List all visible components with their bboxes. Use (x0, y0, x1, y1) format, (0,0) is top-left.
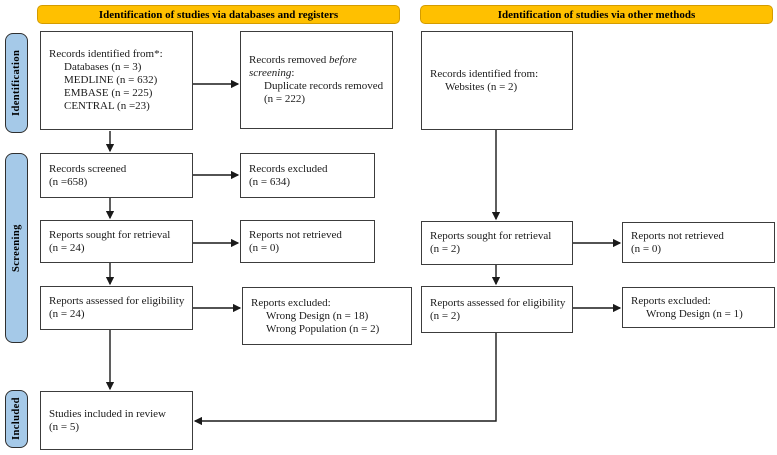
stage-label-identification: Identification (5, 33, 28, 133)
box-item: Wrong Design (n = 1) (646, 307, 743, 320)
box-line: Reports sought for retrieval (49, 228, 171, 241)
box-count: (n = 634) (249, 175, 291, 188)
box-line: Reports not retrieved (631, 229, 724, 242)
box-title: Reports excluded: (631, 294, 711, 307)
box-line: Reports sought for retrieval (430, 230, 552, 242)
box-records-identified-databases: Records identified from*: Databases (n =… (40, 31, 193, 130)
banner-other-label: Identification of studies via other meth… (497, 8, 696, 21)
box-count: (n =658) (49, 175, 88, 188)
box-studies-included: Studies included in review (n = 5) (40, 391, 193, 450)
banner-databases-label: Identification of studies via databases … (98, 8, 339, 21)
screening-label: Screening (11, 224, 22, 272)
box-reports-not-retrieved-other: Reports not retrieved (n = 0) (622, 222, 775, 263)
box-reports-excluded-databases: Reports excluded: Wrong Design (n = 18) … (242, 287, 412, 345)
stage-label-screening: Screening (5, 153, 28, 343)
box-count: (n = 5) (49, 420, 80, 433)
box-count: (n = 2) (430, 243, 461, 255)
box-item: Databases (n = 3) (64, 61, 142, 73)
text-segment: Records removed (249, 54, 330, 66)
box-line: Records excluded (249, 162, 328, 175)
box-item: Wrong Population (n = 2) (266, 322, 380, 335)
box-title: Reports excluded: (251, 296, 331, 309)
box-count: (n = 24) (49, 241, 85, 254)
banner-databases-registers: Identification of studies via databases … (37, 5, 400, 24)
box-count: (n = 24) (49, 308, 85, 320)
box-reports-assessed-databases: Reports assessed for eligibility (n = 24… (40, 286, 193, 330)
text-segment: : (291, 67, 295, 79)
included-label: Included (11, 397, 22, 441)
box-title-line2: screening: (249, 67, 388, 80)
box-count: (n = 2) (430, 309, 461, 322)
stage-label-included: Included (5, 390, 28, 448)
banner-other-methods: Identification of studies via other meth… (420, 5, 773, 24)
box-count: (n = 0) (631, 242, 662, 255)
box-reports-excluded-other: Reports excluded: Wrong Design (n = 1) (622, 287, 775, 328)
box-records-excluded: Records excluded (n = 634) (240, 153, 375, 198)
box-line: Reports assessed for eligibility (49, 295, 185, 307)
box-line: Studies included in review (49, 407, 167, 420)
arrow-other-assessed-to-included (193, 333, 497, 426)
box-title: Records identified from: (430, 67, 539, 80)
box-reports-assessed-other: Reports assessed for eligibility (n = 2) (421, 286, 573, 333)
box-records-identified-other: Records identified from: Websites (n = 2… (421, 31, 573, 130)
box-line: Records screened (49, 162, 127, 175)
box-reports-sought-other: Reports sought for retrieval (n = 2) (421, 221, 573, 265)
box-item: CENTRAL (n =23) (64, 100, 150, 112)
box-records-screened: Records screened (n =658) (40, 153, 193, 198)
box-reports-not-retrieved-databases: Reports not retrieved (n = 0) (240, 220, 375, 263)
box-title: Records identified from*: (49, 48, 163, 60)
identification-label: Identification (11, 49, 22, 117)
box-line: Reports assessed for eligibility (430, 296, 566, 309)
box-title: Records removed before (249, 54, 388, 67)
box-line: Reports not retrieved (249, 228, 342, 241)
box-item: Duplicate records removed (264, 80, 384, 92)
box-item: MEDLINE (n = 632) (64, 74, 158, 86)
text-segment-italic: screening (249, 67, 292, 79)
text-segment-italic: before (329, 54, 357, 66)
box-count: (n = 0) (249, 241, 280, 254)
box-item: Websites (n = 2) (445, 80, 518, 93)
box-reports-sought-databases: Reports sought for retrieval (n = 24) (40, 220, 193, 263)
box-item: (n = 222) (264, 93, 306, 105)
box-item: Wrong Design (n = 18) (266, 309, 369, 322)
box-item: EMBASE (n = 225) (64, 87, 153, 99)
box-records-removed: Records removed before screening: Duplic… (240, 31, 393, 129)
